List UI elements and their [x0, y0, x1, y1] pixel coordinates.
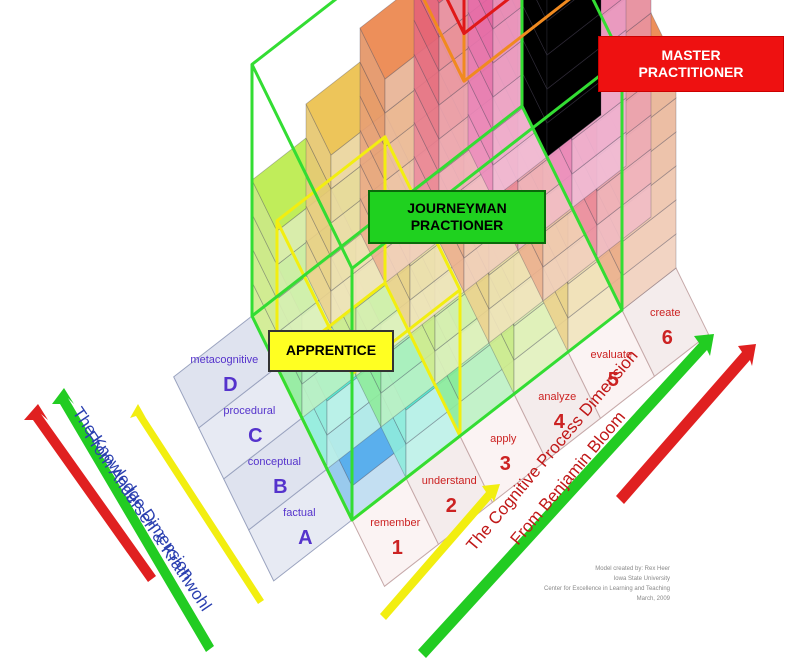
cube-face	[536, 0, 548, 22]
knowledge-level-name: conceptual	[248, 456, 301, 468]
knowledge-level-name: procedural	[223, 405, 275, 417]
credit-line-3: Center for Excellence in Learning and Te…	[544, 586, 670, 592]
journeyman-line-2: PRACTIONER	[410, 217, 504, 233]
level-labels: factualAconceptualBproceduralCmetacognit…	[190, 307, 680, 559]
yellow-arrow-cognitive	[380, 484, 500, 620]
cognitive-level-name: analyze	[538, 391, 576, 403]
cognitive-level-name: understand	[422, 475, 477, 487]
master-frame-outer	[445, 0, 510, 36]
cognitive-level-number: 3	[500, 453, 511, 475]
credit-block: Model created by: Rex Heer Iowa State Un…	[544, 566, 671, 602]
apprentice-label: APPRENTICE	[285, 342, 377, 359]
cube-top	[437, 0, 444, 4]
knowledge-level-name: metacognitive	[190, 354, 258, 366]
red-arrow-right	[616, 344, 756, 504]
credit-line-1: Model created by: Rex Heer	[595, 566, 670, 572]
yellow-arrow-knowledge	[130, 404, 264, 604]
cube-face	[546, 0, 575, 22]
cognitive-level-name: create	[650, 307, 681, 319]
journeyman-line-1: JOURNEYMAN	[407, 199, 507, 216]
knowledge-level-letter: A	[298, 527, 312, 549]
knowledge-level-name: factual	[283, 507, 315, 519]
credit-line-4: March, 2009	[637, 596, 671, 602]
knowledge-level-letter: C	[248, 425, 262, 447]
cognitive-level-number: 6	[662, 327, 673, 349]
level-frames	[250, 0, 624, 522]
cognitive-level-name: evaluate	[590, 349, 632, 361]
cube-face	[546, 0, 602, 56]
cognitive-level-number: 1	[392, 537, 403, 559]
red-arrow-left	[24, 404, 156, 582]
dimension-arrows	[24, 334, 756, 658]
cognitive-level-number: 4	[554, 411, 566, 433]
cognitive-level-number: 2	[446, 495, 457, 517]
master-line-2: PRACTITIONER	[638, 64, 744, 80]
journeyman-frame	[250, 0, 624, 522]
cognitive-level-name: apply	[490, 433, 517, 445]
green-arrow-left	[52, 388, 214, 652]
apprentice-badge: APPRENTICE	[268, 330, 394, 372]
knowledge-level-letter: D	[223, 374, 237, 396]
knowledge-dimension-source: From Andersen & Krathwohl	[81, 428, 216, 615]
master-line-1: MASTER	[661, 46, 721, 63]
credit-line-2: Iowa State University	[614, 576, 670, 582]
green-arrow-right	[418, 334, 714, 658]
cognitive-level-name: remember	[370, 517, 420, 529]
cognitive-level-number: 5	[608, 369, 619, 391]
knowledge-level-letter: B	[273, 476, 287, 498]
